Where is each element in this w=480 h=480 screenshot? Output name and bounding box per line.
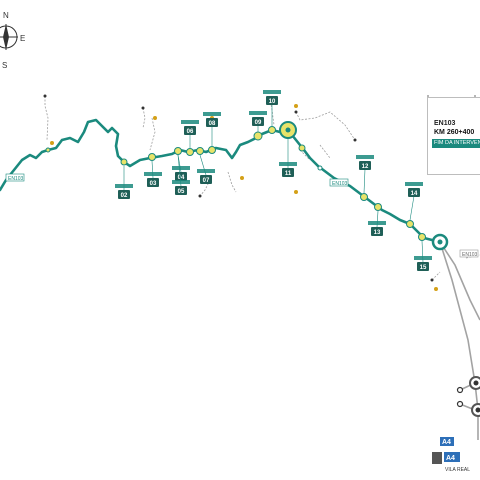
compass-rose: N E S	[0, 11, 25, 70]
road-label: EN103	[8, 176, 24, 182]
section-badge-number: 12	[362, 164, 369, 170]
compass-east-label: E	[20, 34, 25, 43]
vila-real-label: VILA REAL	[445, 467, 470, 473]
section-badge-number: 06	[187, 129, 194, 135]
section-badge-box	[184, 126, 196, 135]
section-badge-number: 15	[420, 265, 427, 271]
section-badge-box	[175, 172, 187, 181]
section-badge-number: 08	[209, 121, 216, 127]
route-nodes	[45, 126, 426, 241]
callout-fim-label: FIM DA INTERVEN	[432, 139, 480, 148]
section-badge-box	[200, 175, 212, 184]
section-badge-number: 10	[269, 99, 276, 105]
section-badge-caption-bar	[115, 184, 133, 188]
section-badge-box	[206, 118, 218, 127]
section-badge-number: 11	[285, 171, 292, 177]
road-label: EN103	[462, 252, 478, 258]
section-badge-caption-bar	[356, 155, 374, 159]
section-badge-caption-bar	[279, 162, 297, 166]
section-badge-number: 07	[203, 178, 210, 184]
main-route	[0, 118, 442, 244]
section-badge-box	[359, 161, 371, 170]
section-badge-box	[252, 117, 264, 126]
motorway-badges: A4 A4 VILA REAL	[432, 437, 470, 473]
compass-north-label: N	[3, 11, 9, 20]
road-label: EN103	[332, 181, 348, 187]
section-badge-box	[266, 96, 278, 105]
section-badge-number: 02	[121, 193, 128, 199]
section-badge-number: 03	[150, 181, 157, 187]
locality-dots	[43, 94, 438, 291]
callout-km: KM 260+400	[434, 129, 475, 136]
section-badge-number: 13	[374, 230, 381, 236]
section-badge-number: 04	[178, 175, 185, 181]
section-badges: 02 03 04 05 06 07 08 09 10 11 12 13 14 15	[115, 90, 432, 271]
section-badge-caption-bar	[172, 180, 190, 184]
section-badge-caption-bar	[405, 182, 423, 186]
a4-badge: A4	[446, 455, 455, 462]
section-badge-caption-bar	[144, 172, 162, 176]
section-badge-box	[417, 262, 429, 271]
road-labels: EN103 EN103 EN103	[5, 173, 479, 258]
section-badge-box	[175, 186, 187, 195]
badge-leader-line	[363, 168, 366, 194]
motorway-nodes	[456, 376, 480, 417]
section-badge-caption-bar	[172, 166, 190, 170]
section-badge-caption-bar	[181, 120, 199, 124]
compass-south-label: S	[2, 61, 7, 70]
section-badge-box	[147, 178, 159, 187]
callout-road: EN103	[434, 120, 456, 127]
end-of-works-callout: EN103 KM 260+400 FIM DA INTERVEN	[427, 97, 480, 175]
end-junction-node	[431, 233, 449, 251]
section-badge-number: 09	[255, 120, 262, 126]
major-junction-node	[279, 121, 297, 139]
section-badge-box	[408, 188, 420, 197]
a4-badge: A4	[442, 439, 451, 446]
section-badge-caption-bar	[414, 256, 432, 260]
section-badge-caption-bar	[203, 112, 221, 116]
section-badge-box	[282, 168, 294, 177]
section-badge-number: 14	[411, 191, 418, 197]
section-badge-caption-bar	[249, 111, 267, 115]
section-badge-caption-bar	[197, 169, 215, 173]
section-badge-caption-bar	[263, 90, 281, 94]
section-badge-box	[371, 227, 383, 236]
section-badge-box	[118, 190, 130, 199]
section-badge-number: 05	[178, 189, 185, 195]
section-badge-caption-bar	[368, 221, 386, 225]
badge-leader-line	[409, 195, 415, 221]
